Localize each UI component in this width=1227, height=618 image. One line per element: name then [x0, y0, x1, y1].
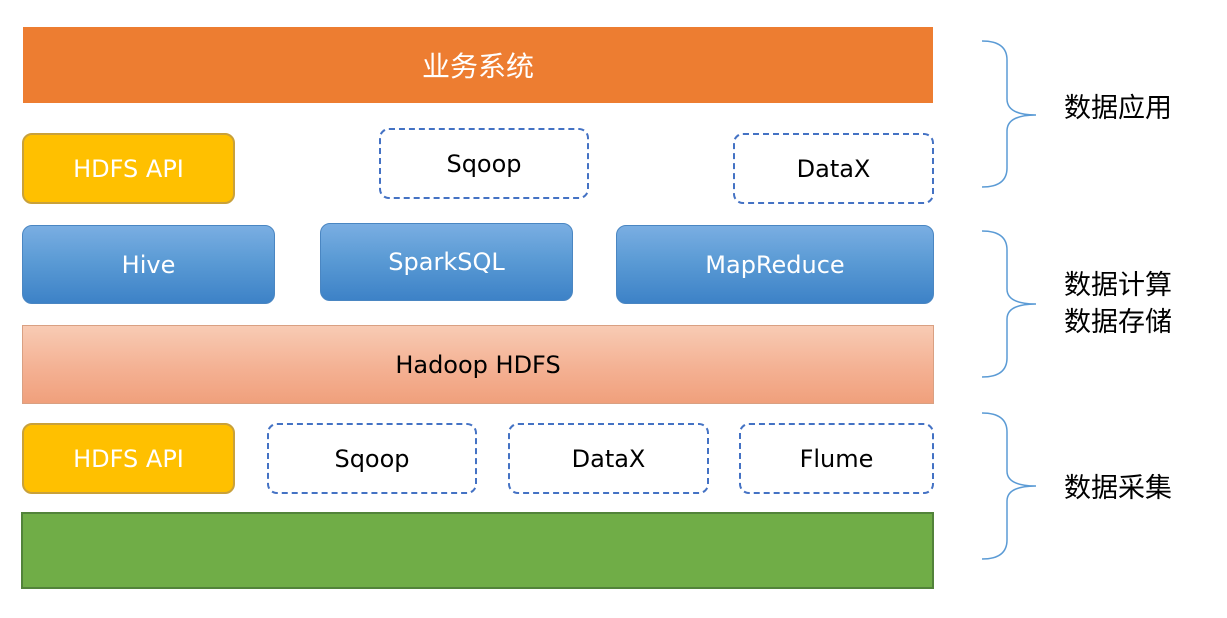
side-label-data-compute: 数据计算 — [1064, 270, 1172, 301]
sparksql-box: SparkSQL — [320, 223, 573, 301]
side-label-data-collection: 数据采集 — [1064, 473, 1172, 504]
side-label-data-compute-storage: 数据计算 数据存储 — [1064, 267, 1172, 341]
brace-compute-storage — [981, 230, 1037, 378]
business-system-banner: 业务系统 — [23, 27, 933, 103]
collect-datax-box: DataX — [508, 423, 709, 494]
business-system-label: 业务系统 — [421, 50, 534, 83]
mapreduce-box: MapReduce — [616, 225, 934, 304]
app-datax-label: DataX — [796, 154, 871, 183]
side-label-data-storage: 数据存储 — [1064, 307, 1172, 338]
app-datax-box: DataX — [733, 133, 934, 204]
collect-hdfs-api-box: HDFS API — [22, 423, 235, 494]
hadoop-hdfs-box: Hadoop HDFS — [22, 325, 934, 404]
app-sqoop-box: Sqoop — [379, 128, 589, 199]
brace-application — [981, 40, 1037, 188]
app-hdfs-api-label: HDFS API — [73, 154, 184, 183]
sparksql-label: SparkSQL — [388, 248, 505, 276]
collect-hdfs-api-label: HDFS API — [73, 444, 184, 473]
hive-box: Hive — [22, 225, 275, 304]
collect-sqoop-label: Sqoop — [334, 444, 410, 473]
collect-sqoop-box: Sqoop — [267, 423, 477, 494]
collect-flume-box: Flume — [739, 423, 934, 494]
collect-flume-label: Flume — [799, 444, 874, 473]
data-source-bar — [21, 512, 934, 589]
mapreduce-label: MapReduce — [705, 250, 845, 279]
collect-datax-label: DataX — [571, 444, 646, 473]
brace-collection — [981, 412, 1037, 560]
hive-label: Hive — [121, 250, 176, 279]
side-label-data-application: 数据应用 — [1064, 93, 1172, 124]
app-sqoop-label: Sqoop — [446, 149, 522, 178]
app-hdfs-api-box: HDFS API — [22, 133, 235, 204]
hadoop-hdfs-label: Hadoop HDFS — [395, 350, 561, 379]
